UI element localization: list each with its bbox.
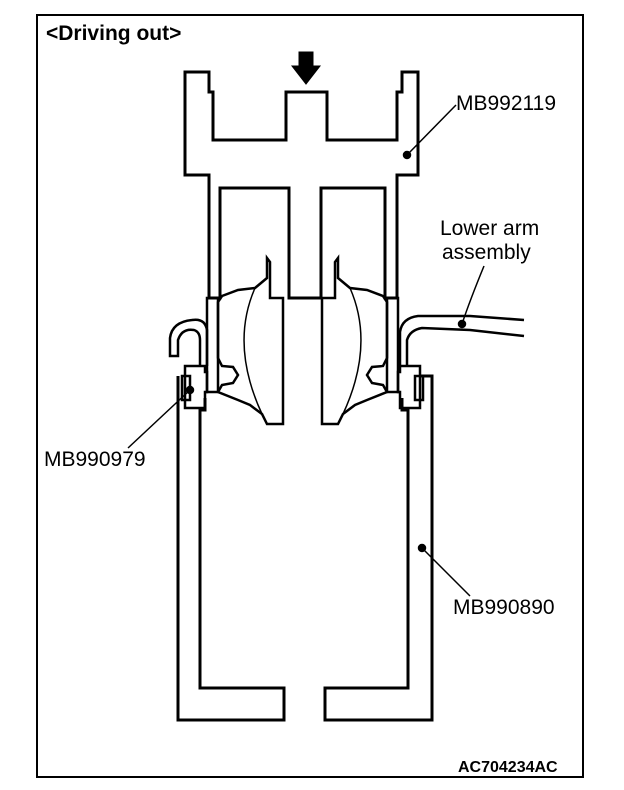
leader-lines <box>127 104 485 597</box>
upper-tool-mb992119 <box>183 70 420 300</box>
label-mb992119: MB992119 <box>456 92 556 115</box>
press-arrow-icon <box>290 51 322 85</box>
label-mb990890: MB990890 <box>453 596 555 619</box>
label-lower-arm-line1: Lower arm <box>440 217 539 240</box>
ball-joint-bushing <box>216 254 389 426</box>
label-mb990979: MB990979 <box>44 448 146 471</box>
figure-code: AC704234AC <box>458 759 558 776</box>
right-adapter <box>385 296 425 410</box>
base-tool-mb990890 <box>176 374 434 722</box>
lower-arm-hook <box>168 318 209 366</box>
figure-frame <box>36 14 584 778</box>
figure-title: <Driving out> <box>46 22 181 45</box>
label-lower-arm-line2: assembly <box>442 241 531 264</box>
lower-arm-assembly <box>398 314 525 365</box>
